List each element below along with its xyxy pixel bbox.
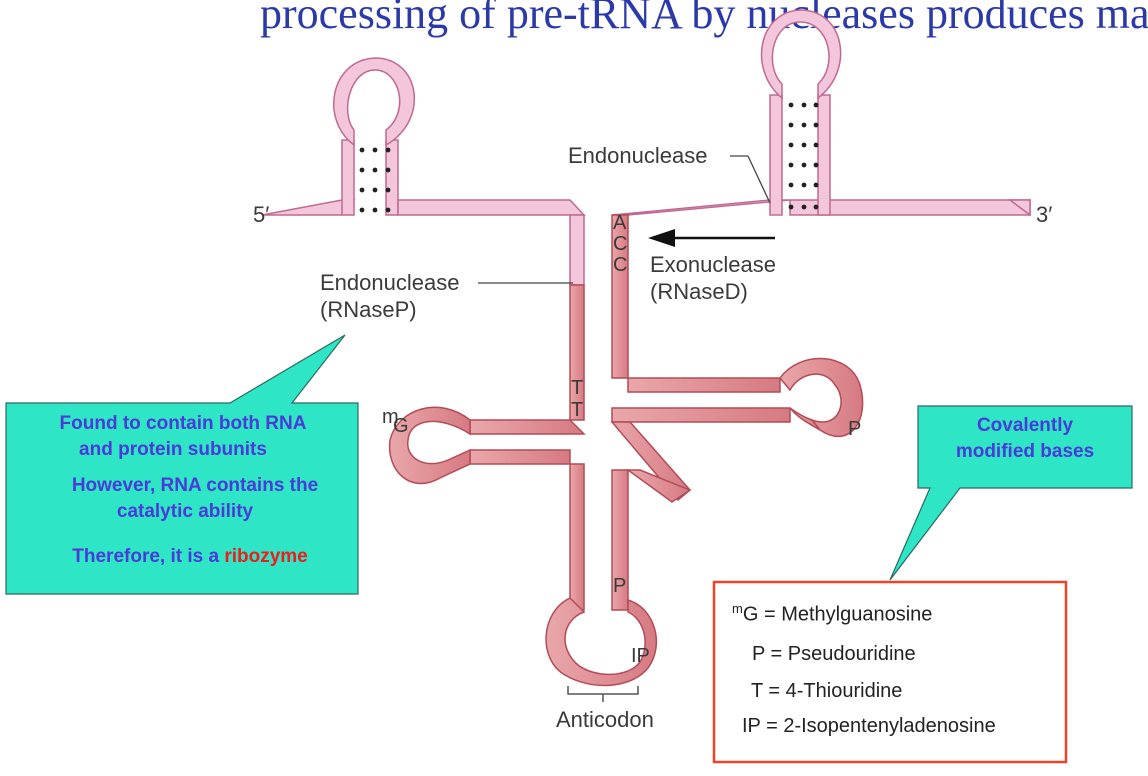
right-callout-line-2: modified bases [955, 441, 1095, 462]
legend-ip-meaning: = 2-Isopentenyladenosine [760, 715, 996, 737]
right-callout-line-1: Covalently [976, 415, 1074, 436]
base-a: A [613, 212, 627, 234]
anticodon-label: Anticodon [556, 707, 654, 732]
legend-ip-symbol: IP [742, 715, 761, 737]
exonuclease-label: Exonuclease [650, 252, 776, 277]
legend-box [712, 580, 1068, 764]
pre-trna-strand [261, 9, 1031, 286]
rnased-label: (RNaseD) [650, 279, 748, 304]
rnasep-label: (RNaseP) [320, 297, 417, 322]
legend-mg-symbol: G [742, 603, 759, 626]
endonuclease-left-label: Endonuclease [320, 270, 459, 295]
endonuclease-top-label: Endonuclease [568, 143, 707, 168]
base-c2: C [613, 254, 627, 276]
left-callout-line-5-prefix: Therefore, it is a [72, 546, 225, 567]
left-callout-line-5: Therefore, it is a ribozyme [20, 546, 360, 568]
left-callout-line-2: and protein subunits [79, 439, 267, 460]
left-callout-line-1: Found to contain both RNA [59, 413, 307, 434]
base-mg-sup: m [382, 406, 399, 428]
base-pair-dots-left [359, 147, 391, 213]
left-callout-line-3: However, RNA contains the [71, 475, 319, 496]
left-callout-line-4: catalytic ability [116, 501, 254, 522]
mature-trna-cloverleaf [388, 214, 864, 687]
legend-row-ip: IP = 2-Isopentenyladenosine [742, 715, 996, 738]
legend-mg-meaning: = Methylguanosine [758, 603, 933, 626]
base-p-bottom: P [613, 575, 626, 597]
base-t2: T [571, 399, 583, 421]
legend-t-meaning: = 4-Thiouridine [762, 680, 903, 702]
base-p-right: P [848, 418, 861, 440]
base-c1: C [613, 233, 627, 255]
legend-row-p: P = Pseudouridine [752, 643, 916, 666]
base-pair-dots-right [788, 102, 819, 210]
legend-t-symbol: T [751, 680, 763, 702]
title-fragment: processing of pre-tRNA by nucleases prod… [260, 0, 1148, 38]
anticodon-bracket [567, 686, 639, 702]
five-prime-label: 5′ [253, 202, 269, 227]
ribozyme-highlight: ribozyme [224, 546, 308, 567]
legend-row-t: T = 4-Thiouridine [751, 680, 902, 703]
legend-p-meaning: = Pseudouridine [764, 643, 916, 665]
endonuclease-top-leader-diag [747, 155, 771, 204]
base-t1: T [571, 377, 583, 399]
legend-p-symbol: P [752, 643, 765, 665]
exonuclease-arrow [648, 229, 775, 247]
three-prime-label: 3′ [1036, 202, 1052, 227]
right-callout [889, 405, 1133, 581]
base-ip: IP [631, 645, 650, 667]
legend-mg-sup: m [732, 601, 743, 616]
base-mg: G [393, 415, 409, 437]
left-callout [5, 334, 359, 595]
legend-row-mg: mG = Methylguanosine [732, 601, 932, 627]
